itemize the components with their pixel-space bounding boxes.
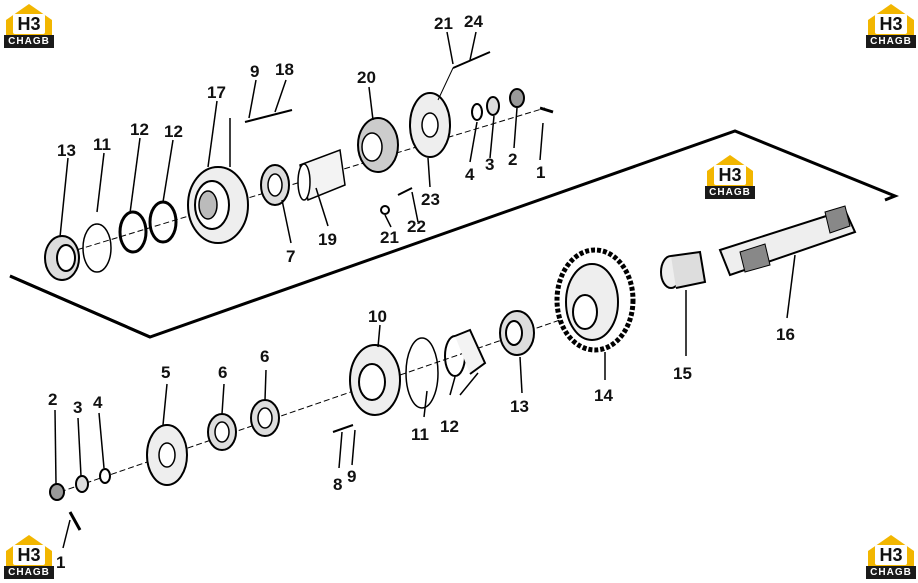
- label-12a-upper: 12: [130, 120, 149, 139]
- label-3-lower: 3: [73, 398, 82, 417]
- part-bearing-13-lower: [499, 310, 535, 356]
- logo-mark: H3: [714, 165, 746, 185]
- logo-mark: H3: [13, 14, 45, 34]
- label-2-upper: 2: [508, 150, 517, 169]
- label-20: 20: [357, 68, 376, 87]
- logo-mark: H3: [875, 545, 907, 565]
- part-housing-17: [187, 166, 249, 244]
- part-bolt-22: [397, 187, 413, 196]
- logo-brand: CHAGB: [866, 566, 916, 579]
- logo-brand: CHAGB: [866, 35, 916, 48]
- label-21-lower: 21: [380, 228, 399, 247]
- part-housing-10: [349, 344, 401, 416]
- part-washer-21: [380, 205, 390, 215]
- part-gasket-11-upper: [82, 223, 112, 273]
- part-flange-5: [146, 424, 188, 486]
- part-washer-3-lower: [75, 475, 89, 493]
- label-16: 16: [776, 325, 795, 344]
- lower-axis: [59, 319, 561, 493]
- part-gasket-11-lower: [405, 337, 439, 409]
- label-4-upper: 4: [465, 165, 475, 184]
- part-nut-2-lower: [49, 483, 65, 501]
- label-18: 18: [275, 60, 294, 79]
- part-pin-1-upper: [539, 106, 554, 114]
- label-19: 19: [318, 230, 337, 249]
- part-ring-12a-upper: [118, 210, 148, 254]
- part-flange-23: [409, 92, 451, 158]
- label-2-lower: 2: [48, 390, 57, 409]
- label-7: 7: [286, 247, 295, 266]
- logo-mark: H3: [13, 545, 45, 565]
- part-seal-6b: [250, 399, 280, 437]
- label-1-upper: 1: [536, 163, 545, 182]
- part-bearing-13-upper: [44, 235, 80, 281]
- label-22: 22: [407, 217, 426, 236]
- label-8: 8: [333, 475, 342, 494]
- leader-lines: [54, 31, 796, 549]
- logo-center: H3 CHAGB: [705, 153, 755, 201]
- part-leader-21-24: [437, 67, 454, 101]
- label-12-lower: 12: [440, 417, 459, 436]
- label-1-lower: 1: [56, 553, 65, 572]
- part-pin-1-lower: [68, 511, 82, 531]
- part-hub-20: [357, 117, 399, 173]
- plane-outline: [9, 129, 900, 339]
- plane-edge-left: [9, 274, 151, 339]
- logo-brand: CHAGB: [4, 35, 54, 48]
- part-washer-4-lower: [99, 468, 111, 484]
- label-3-upper: 3: [485, 155, 494, 174]
- label-21-upper: 21: [434, 14, 453, 33]
- part-seal-7: [260, 164, 290, 206]
- part-bolt-21-24: [452, 51, 491, 69]
- logo-brand: CHAGB: [4, 566, 54, 579]
- label-4-lower: 4: [93, 393, 103, 412]
- part-bushing-15: [660, 250, 707, 289]
- label-13-upper: 13: [57, 141, 76, 160]
- label-15: 15: [673, 364, 692, 383]
- label-9-lower: 9: [347, 467, 356, 486]
- part-ring-12-lower: [444, 328, 487, 377]
- label-13-lower: 13: [510, 397, 529, 416]
- label-6a: 6: [218, 363, 227, 382]
- part-shaft-16: [718, 205, 857, 277]
- part-ring-12b-upper: [148, 200, 178, 244]
- logo-top-right: H3 CHAGB: [866, 2, 916, 50]
- label-12b-upper: 12: [164, 122, 183, 141]
- part-gear-14: [554, 247, 636, 353]
- label-5: 5: [161, 363, 170, 382]
- label-6b: 6: [260, 347, 269, 366]
- label-24: 24: [464, 12, 483, 31]
- label-11-upper: 11: [93, 135, 111, 154]
- part-washer-3-upper: [486, 96, 500, 116]
- label-17: 17: [207, 83, 226, 102]
- logo-bottom-right: H3 CHAGB: [866, 533, 916, 581]
- logo-top-left: H3 CHAGB: [4, 2, 54, 50]
- part-bolt-8-9: [332, 424, 354, 433]
- label-14: 14: [594, 386, 613, 405]
- label-9-upper: 9: [250, 62, 259, 81]
- part-nut-2-upper: [509, 88, 525, 108]
- part-seal-6a: [207, 413, 237, 451]
- label-10: 10: [368, 307, 387, 326]
- part-bolt-9-18: [244, 109, 293, 123]
- logo-mark: H3: [875, 14, 907, 34]
- part-washer-4-upper: [471, 103, 483, 121]
- logo-bottom-left: H3 CHAGB: [4, 533, 54, 581]
- part-sleeve-19: [297, 148, 346, 202]
- label-11-lower: 11: [411, 425, 429, 444]
- logo-brand: CHAGB: [705, 186, 755, 199]
- label-23: 23: [421, 190, 440, 209]
